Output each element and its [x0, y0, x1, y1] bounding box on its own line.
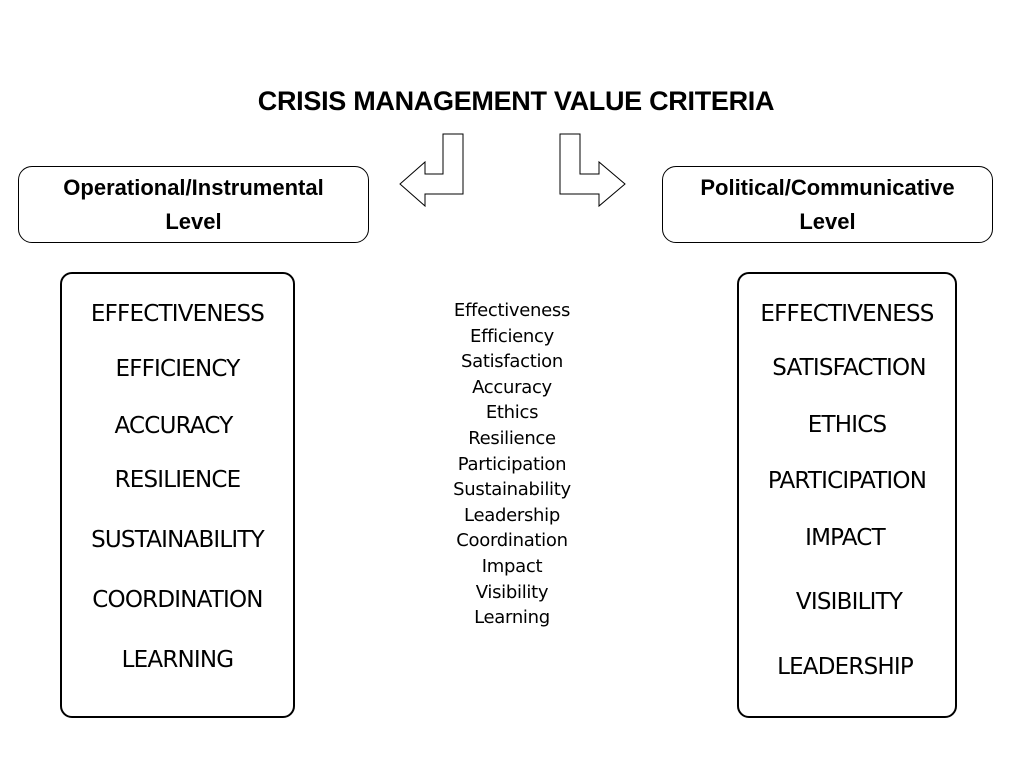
operational-level-label-line2: Level: [165, 208, 222, 234]
political-criterion: ETHICS: [807, 412, 887, 438]
criteria-list-item: Sustainability: [453, 479, 571, 501]
operational-criterion: EFFICIENCY: [115, 356, 240, 382]
political-criterion: PARTICIPATION: [767, 468, 927, 494]
arrow-turn-left-icon: [399, 133, 464, 208]
political-criterion: VISIBILITY: [795, 589, 903, 615]
criteria-list-item: Efficiency: [470, 325, 554, 347]
diagram-title: CRISIS MANAGEMENT VALUE CRITERIA: [257, 86, 775, 116]
operational-criteria-box: EFFECTIVENESS EFFICIENCY ACCURACY RESILI…: [60, 272, 295, 718]
operational-criterion: COORDINATION: [92, 587, 263, 613]
arrow-turn-right-icon: [559, 133, 626, 208]
political-criterion: EFFECTIVENESS: [760, 301, 934, 327]
criteria-list-item: Learning: [474, 607, 550, 629]
combined-criteria-list: Effectiveness Efficiency Satisfaction Ac…: [412, 298, 612, 631]
operational-level-label-line1: Operational/Instrumental: [63, 174, 324, 200]
operational-criterion: EFFECTIVENESS: [90, 301, 265, 327]
operational-level-box: Operational/Instrumental Level: [18, 166, 369, 243]
political-level-label-line1: Political/Communicative: [700, 174, 955, 200]
political-criteria-box: EFFECTIVENESS SATISFACTION ETHICS PARTIC…: [737, 272, 957, 718]
political-criterion: IMPACT: [805, 525, 885, 551]
criteria-list-item: Effectiveness: [453, 300, 571, 321]
operational-criterion: LEARNING: [121, 647, 234, 673]
criteria-list-item: Participation: [457, 453, 567, 475]
criteria-list-item: Ethics: [485, 402, 539, 424]
political-criterion: SATISFACTION: [772, 355, 926, 381]
operational-criterion: RESILIENCE: [114, 467, 242, 493]
operational-criterion: SUSTAINABILITY: [91, 527, 265, 553]
political-level-box: Political/Communicative Level: [662, 166, 993, 243]
criteria-list-item: Satisfaction: [460, 351, 564, 373]
criteria-list-item: Resilience: [468, 427, 556, 449]
criteria-list-item: Visibility: [475, 581, 549, 603]
criteria-list-item: Accuracy: [472, 376, 552, 398]
criteria-list-item: Leadership: [464, 504, 560, 526]
political-level-label-line2: Level: [799, 208, 856, 234]
criteria-list-item: Impact: [481, 555, 543, 577]
criteria-list-item: Coordination: [456, 530, 568, 552]
operational-criterion: ACCURACY: [114, 413, 234, 439]
political-criterion: LEADERSHIP: [777, 654, 914, 680]
